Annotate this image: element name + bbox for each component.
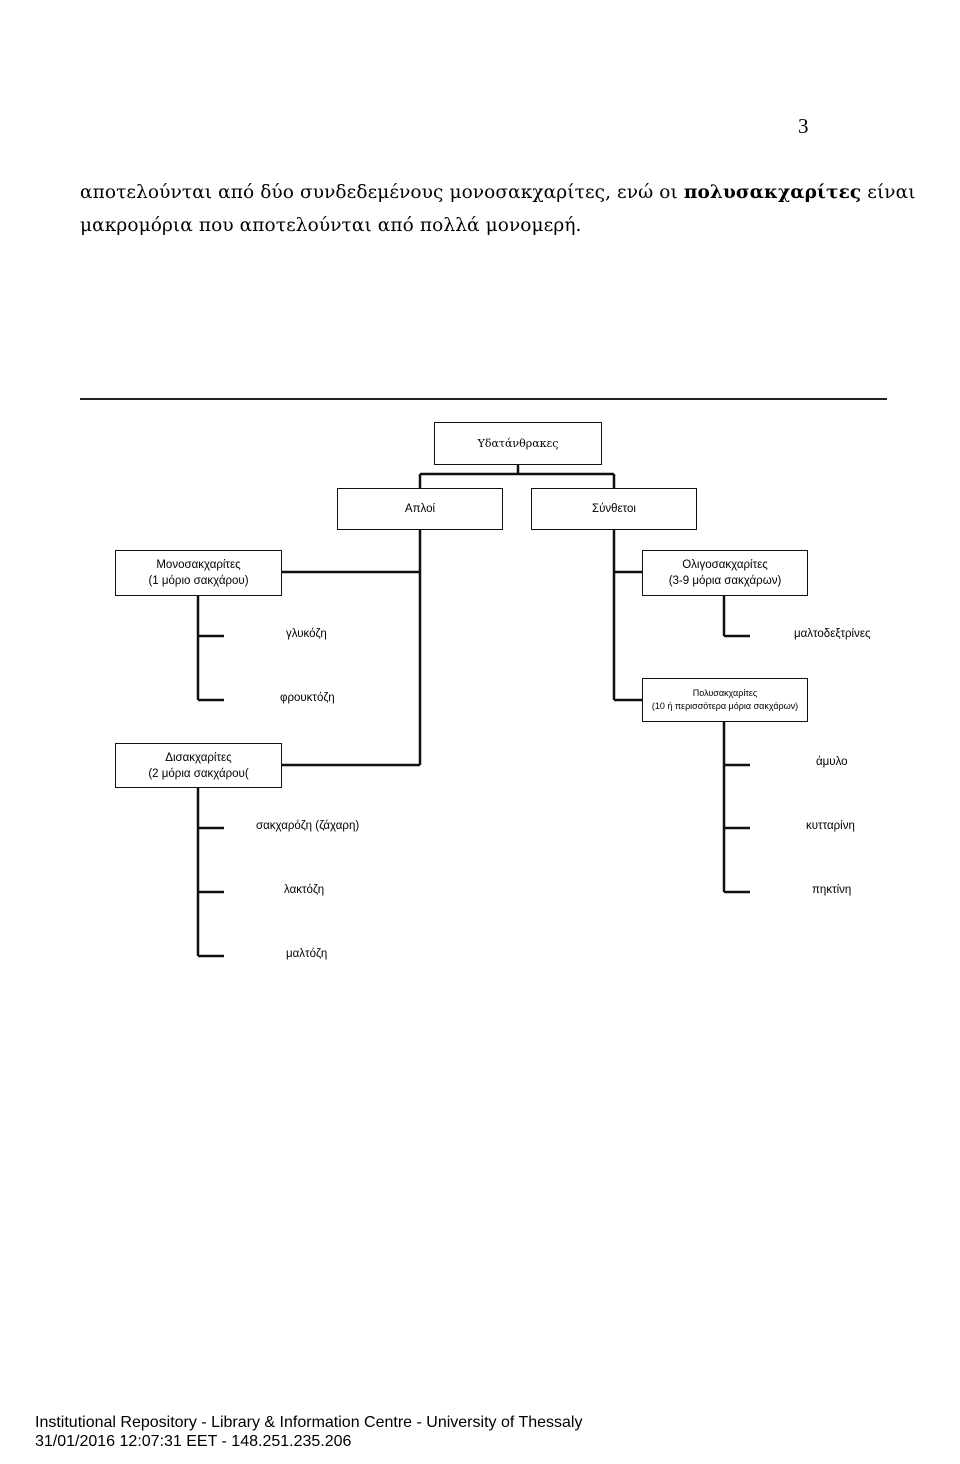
simple-label: Απλοί	[404, 503, 436, 515]
repository-footer: Institutional Repository - Library & Inf…	[35, 1413, 582, 1451]
poly-item-2: κυτταρίνη	[806, 820, 855, 832]
paragraph-line-2: μακρομόρια που αποτελούνται από πολλά μο…	[80, 215, 582, 236]
paragraph-line-1: αποτελούνται από δύο συνδεδεμένους μονοσ…	[80, 176, 915, 209]
line1-text-b: είναι	[861, 182, 916, 203]
complex-label: Σύνθετοι	[591, 503, 636, 515]
horizontal-rule	[80, 398, 887, 400]
oligo-sublabel: (3-9 μόρια σακχάρων)	[668, 575, 782, 587]
mono-item-1: γλυκόζη	[286, 628, 327, 640]
di-node: Δισακχαρίτες (2 μόρια σακχάρου(	[115, 743, 282, 788]
page-number: 3	[798, 114, 809, 138]
complex-node: Σύνθετοι	[531, 488, 697, 530]
body-paragraph: αποτελούνται από δύο συνδεδεμένους μονοσ…	[80, 176, 915, 242]
mono-node: Μονοσακχαρίτες (1 μόριο σακχάρου)	[115, 550, 282, 596]
poly-item-1: άμυλο	[816, 756, 848, 768]
oligo-item-1: μαλτοδεξτρίνες	[794, 628, 871, 640]
root-node: Υδατάνθρακες	[434, 422, 602, 465]
footer-line-2: 31/01/2016 12:07:31 EET - 148.251.235.20…	[35, 1433, 352, 1450]
di-label: Δισακχαρίτες	[165, 751, 232, 764]
di-item-2: λακτόζη	[284, 884, 325, 896]
line1-text-a: αποτελούνται από δύο συνδεδεμένους μονοσ…	[80, 182, 684, 203]
poly-label: Πολυσακχαρίτες	[692, 688, 758, 698]
oligo-node: Ολιγοσακχαρίτες (3-9 μόρια σακχάρων)	[642, 550, 808, 596]
simple-node: Απλοί	[337, 488, 503, 530]
line1-bold-term: πολυσακχαρίτες	[683, 182, 862, 203]
poly-item-3: πηκτίνη	[812, 884, 852, 896]
mono-label: Μονοσακχαρίτες	[156, 559, 241, 571]
mono-item-2: φρουκτόζη	[280, 692, 335, 704]
root-label: Υδατάνθρακες	[477, 436, 559, 450]
di-item-3: μαλτόζη	[286, 948, 328, 960]
mono-sublabel: (1 μόριο σακχάρου)	[148, 575, 249, 587]
di-item-1: σακχαρόζη (ζάχαρη)	[256, 820, 360, 832]
footer-line-1: Institutional Repository - Library & Inf…	[35, 1414, 583, 1431]
di-sublabel: (2 μόρια σακχάρου(	[148, 767, 249, 780]
poly-node: Πολυσακχαρίτες (10 ή περισσότερα μόρια σ…	[642, 678, 808, 722]
poly-sublabel: (10 ή περισσότερα μόρια σακχάρων)	[651, 701, 799, 711]
oligo-label: Ολιγοσακχαρίτες	[682, 559, 768, 571]
